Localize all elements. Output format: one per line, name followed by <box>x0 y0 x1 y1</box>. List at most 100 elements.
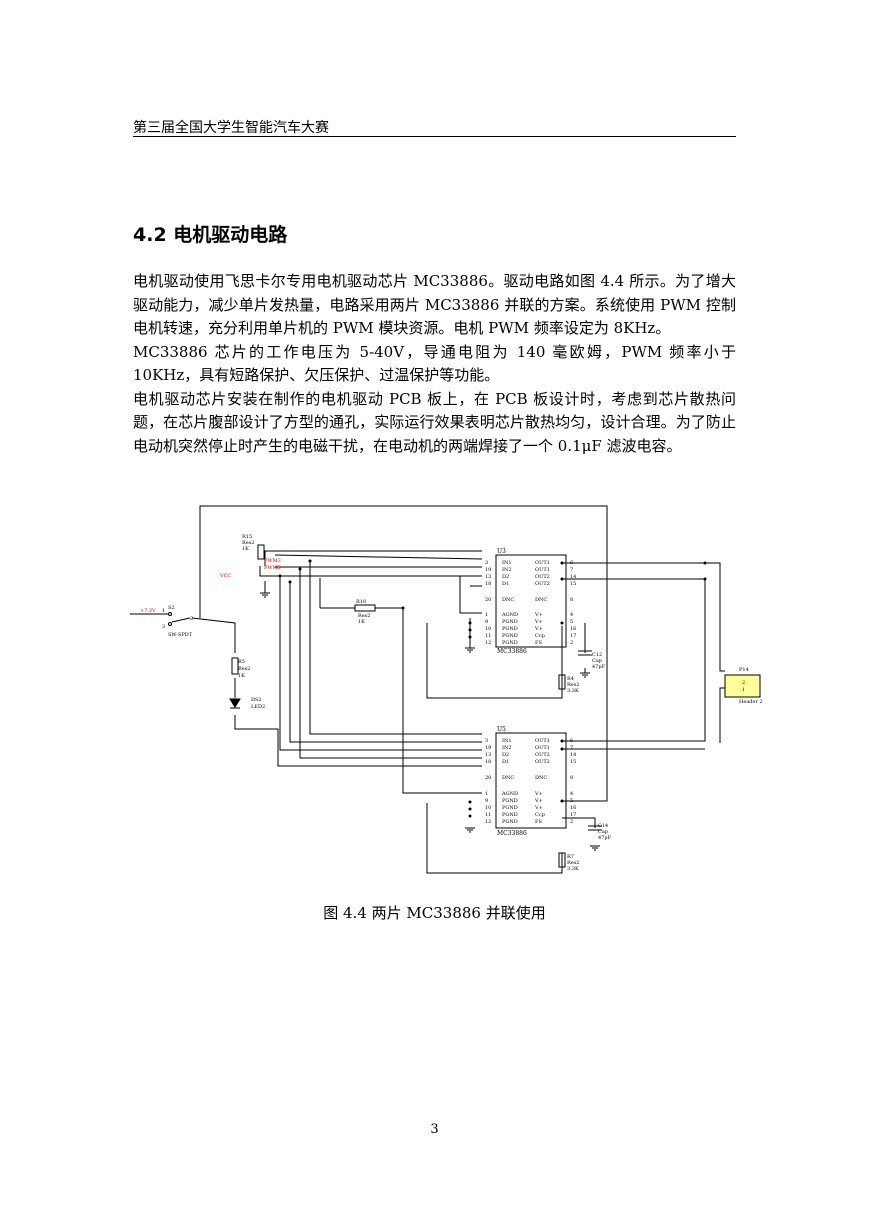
u5-label: U5 <box>497 726 506 733</box>
u5-pin-num-8: 8 <box>570 775 573 781</box>
r7-body <box>558 852 566 868</box>
capacitor-c14: C14 Cap 47pF <box>588 823 612 841</box>
u3-pin-in1: IN1 <box>502 560 512 566</box>
u3-pin-out2-b: OUT2 <box>535 581 550 587</box>
u5-pin-num-2: 2 <box>570 819 573 825</box>
u5-pin-num-18: 18 <box>485 759 491 765</box>
s2-pin1: 1 <box>162 608 165 614</box>
r7-ref: R7 <box>567 854 574 860</box>
u5-pin-num-4: 4 <box>570 791 573 797</box>
c14-ref: C14 <box>598 823 608 829</box>
r4-res: 3.3K <box>567 688 579 694</box>
u5-pin-out2-b: OUT2 <box>535 759 550 765</box>
r10-body <box>354 604 376 612</box>
u5-pin-num-10: 10 <box>485 805 491 811</box>
u5-pin-out1-a: OUT1 <box>535 738 550 744</box>
u5-pin-num-9: 9 <box>485 798 488 804</box>
led-ds2: DS2 LED2 <box>229 697 265 710</box>
c14-value: Cap <box>598 829 608 835</box>
u3-pin-pgnd-1: PGND <box>502 619 518 625</box>
c12-cap: 47pF <box>592 664 606 670</box>
u5-pin-num-11: 11 <box>485 812 491 818</box>
junction-dots <box>278 559 707 818</box>
u3-model: MC33886 <box>497 648 527 655</box>
u3-pin-in2: IN2 <box>502 567 512 573</box>
u3-pin-num-19: 19 <box>485 567 491 573</box>
u5-pin-pgnd-3: PGND <box>502 812 518 818</box>
u5-pin-num-20: 20 <box>485 775 491 781</box>
u3-pin-pgnd-4: PGND <box>502 640 518 646</box>
circuit-schematic: U3 MC33886 IN1 IN2 D2 D1 DNC AGND PGND P… <box>130 505 763 874</box>
u5-pin-vplus-3: V+ <box>534 805 543 811</box>
u3-pin-agnd: AGND <box>501 612 518 618</box>
u5-pin-out1-b: OUT1 <box>535 745 550 751</box>
resistor-r5: R5 Res2 1K <box>231 657 250 679</box>
r4-ref: R4 <box>567 676 574 682</box>
u5-pin-num-16: 16 <box>570 805 576 811</box>
u5-pin-fs: FS <box>535 819 542 825</box>
r4-value: Res2 <box>567 682 579 688</box>
p14-type: Header 2 <box>739 699 763 705</box>
u3-body <box>495 554 567 648</box>
u5-pin-pgnd-2: PGND <box>502 805 518 811</box>
r5-value: Res2 <box>238 666 250 672</box>
ds2-value: LED2 <box>251 704 265 710</box>
u3-pin-num-12: 12 <box>485 640 491 646</box>
u3-pin-num-17: 17 <box>570 633 576 639</box>
u3-pin-vplus-1: V+ <box>534 612 543 618</box>
c12-ref: C12 <box>592 652 602 658</box>
u3-pin-vplus-3: V+ <box>534 626 543 632</box>
resistor-r4: R4 Res2 3.3K <box>558 674 579 694</box>
u3-label: U3 <box>497 548 506 555</box>
u5-pin-dnc: DNC <box>502 775 514 781</box>
u3-pin-num-5: 5 <box>570 619 573 625</box>
u5-pin-pgnd-4: PGND <box>502 819 518 825</box>
c12-value: Cap <box>592 658 602 664</box>
pwm5-label: PWM5 <box>264 565 281 571</box>
switch-s2: +7.2V 1 S2 2 3 SW-SPDT <box>140 605 193 638</box>
u5-pin-num-3: 3 <box>485 738 488 744</box>
r15-ref: R15 <box>242 534 252 540</box>
resistor-r7: R7 Res2 3.3K <box>558 852 579 872</box>
u5-body <box>495 732 567 829</box>
r5-res: 1K <box>238 673 245 679</box>
c14-cap: 47pF <box>598 835 612 841</box>
u3-pin-num-10: 10 <box>485 626 491 632</box>
u5-pin-num-19: 19 <box>485 745 491 751</box>
u3-chip: U3 MC33886 IN1 IN2 D2 D1 DNC AGND PGND P… <box>485 548 576 655</box>
r15-res: 1K <box>242 546 249 552</box>
figure-caption: 图 4.4 两片 MC33886 并联使用 <box>323 904 546 922</box>
page-header-title: 第三届全国大学生智能汽车大赛 <box>133 120 329 136</box>
u5-pin-num-14: 14 <box>570 752 576 758</box>
page-number: 3 <box>430 1122 439 1137</box>
u3-pin-fs: FS <box>535 640 542 646</box>
r15-body <box>257 544 265 560</box>
u5-pin-out2-a: OUT2 <box>535 752 550 758</box>
u3-pin-out1-b: OUT1 <box>535 567 550 573</box>
u5-pin-num-17: 17 <box>570 812 576 818</box>
u3-pin-num-11: 11 <box>485 633 491 639</box>
s2-pin2: 2 <box>190 616 193 622</box>
u3-pin-num-8: 8 <box>570 597 573 603</box>
u5-pin-num-12: 12 <box>485 819 491 825</box>
u3-pin-out1-a: OUT1 <box>535 560 550 566</box>
u5-pin-vplus-1: V+ <box>534 791 543 797</box>
u5-pin-num-13: 13 <box>485 752 491 758</box>
p14-pin2: 2 <box>742 680 745 686</box>
u3-pin-dnc: DNC <box>502 597 514 603</box>
body-text: 电机驱动使用飞思卡尔专用电机驱动芯片 MC33886。驱动电路如图 4.4 所示… <box>133 270 736 458</box>
r10-ref: R10 <box>356 599 366 605</box>
u5-pin-num-7: 7 <box>570 745 573 751</box>
header-p14: P14 2 1 Header 2 <box>724 667 763 705</box>
r4-body <box>558 674 566 690</box>
r5-body <box>231 657 239 675</box>
r15-value: Res2 <box>242 540 254 546</box>
u3-pin-num-3: 3 <box>485 560 488 566</box>
u3-pin-pgnd-3: PGND <box>502 633 518 639</box>
p14-pin1: 1 <box>742 687 745 693</box>
paragraph-2: MC33886 芯片的工作电压为 5-40V，导通电阻为 140 毫欧姆，PWM… <box>133 342 736 385</box>
u3-pin-num-6: 6 <box>570 560 573 566</box>
resistor-r10: R10 Res2 1K <box>354 599 376 625</box>
u5-pin-num-1: 1 <box>485 791 488 797</box>
schematic-wires <box>130 505 725 874</box>
